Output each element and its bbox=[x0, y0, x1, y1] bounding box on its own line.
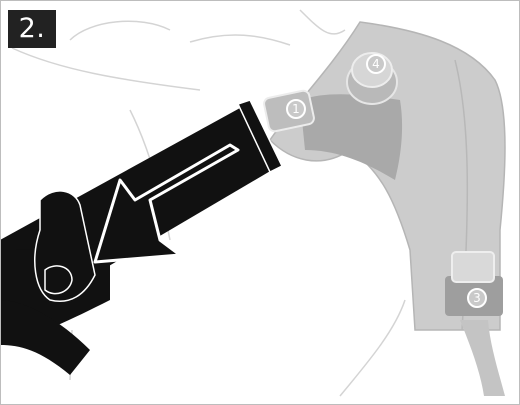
frame-border bbox=[0, 0, 520, 405]
illustration: 1 3 4 2. bbox=[0, 0, 520, 405]
